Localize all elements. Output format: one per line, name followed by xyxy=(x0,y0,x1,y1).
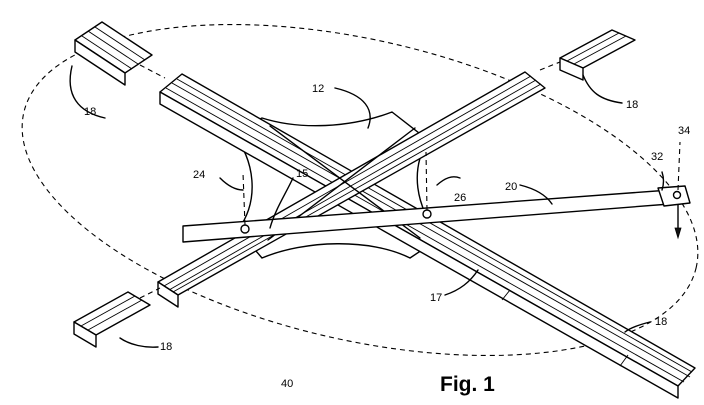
rail-arm-main xyxy=(159,73,696,399)
numeral-17: 17 xyxy=(430,292,442,304)
figure-caption: Fig. 1 xyxy=(440,373,495,396)
numeral-15: 15 xyxy=(296,168,308,180)
rail-section-top-right xyxy=(539,29,636,81)
numeral-34: 34 xyxy=(678,125,690,137)
numeral-32: 32 xyxy=(651,151,663,163)
rail-arm-cross xyxy=(157,71,546,308)
numeral-24: 24 xyxy=(193,169,205,181)
numeral-12: 12 xyxy=(312,83,324,95)
numeral-18-top-left: 18 xyxy=(84,106,96,118)
numeral-26: 26 xyxy=(454,192,466,204)
numeral-40: 40 xyxy=(281,378,293,390)
numeral-18-bottom-left: 18 xyxy=(160,341,172,353)
slider-block xyxy=(657,141,691,240)
rail-section-top-left xyxy=(74,21,166,86)
numeral-18-top-right: 18 xyxy=(626,99,638,111)
numeral-18-bottom-right: 18 xyxy=(655,316,667,328)
rail-section-bottom-left xyxy=(73,287,161,348)
numeral-20: 20 xyxy=(505,181,517,193)
